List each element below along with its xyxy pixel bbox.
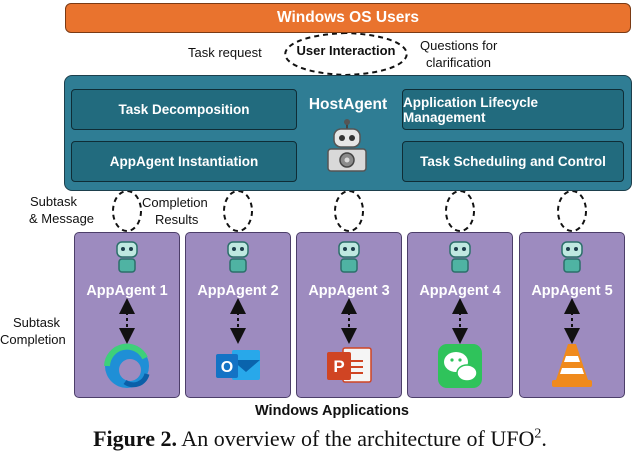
questions-label-line2: clarification <box>426 55 492 70</box>
edge-icon <box>104 343 150 388</box>
appagent-title-5: AppAgent 5 <box>531 283 613 299</box>
user-interaction-label: User Interaction <box>296 43 396 58</box>
wechat-icon <box>438 344 482 388</box>
appagent-title-1: AppAgent 1 <box>86 283 168 299</box>
completion-label-line2: Results <box>155 212 199 227</box>
task-request-label: Task request <box>188 45 262 60</box>
caption-superscript: 2 <box>534 426 542 442</box>
subtask-label-line2: & Message <box>29 211 95 226</box>
windows-applications-title: Windows Applications <box>255 403 409 419</box>
link-loop-5 <box>557 190 587 232</box>
svg-text:P: P <box>333 357 344 376</box>
caption-prefix: Figure 2. <box>93 426 178 451</box>
link-loop-4 <box>445 190 475 232</box>
task-decomposition-box: Task Decomposition <box>71 89 297 130</box>
caption-end: . <box>541 426 547 451</box>
questions-label-line1: Questions for <box>420 38 498 53</box>
figure-caption: Figure 2. An overview of the architectur… <box>0 426 640 452</box>
robot-icon <box>116 241 138 273</box>
robot-icon <box>227 241 249 273</box>
robot-icon <box>561 241 583 273</box>
outlook-icon: O <box>216 350 260 380</box>
link-loop-1 <box>112 190 142 232</box>
windows-os-users-bar: Windows OS Users <box>65 3 631 33</box>
vlc-icon <box>552 344 592 387</box>
appagent-title-4: AppAgent 4 <box>419 283 501 299</box>
side-label-line1: Subtask <box>13 315 60 330</box>
lifecycle-management-box: Application Lifecycle Management <box>402 89 624 130</box>
link-loop-2 <box>223 190 253 232</box>
subtask-label-line1: Subtask <box>30 194 77 209</box>
caption-text: An overview of the architecture of UFO <box>177 426 535 451</box>
scheduling-control-box: Task Scheduling and Control <box>402 141 624 182</box>
appagent-title-2: AppAgent 2 <box>197 283 279 299</box>
robot-icon <box>449 241 471 273</box>
side-label-line2: Completion <box>0 332 66 347</box>
link-loop-3 <box>334 190 364 232</box>
appagent-instantiation-box: AppAgent Instantiation <box>71 141 297 182</box>
appagent-title-3: AppAgent 3 <box>308 283 390 299</box>
hostagent-robot-icon <box>327 119 367 172</box>
completion-label-line1: Completion <box>142 195 208 210</box>
hostagent-title: HostAgent <box>308 96 388 113</box>
robot-icon <box>338 241 360 273</box>
powerpoint-icon: P <box>327 347 372 383</box>
svg-text:O: O <box>221 359 233 376</box>
